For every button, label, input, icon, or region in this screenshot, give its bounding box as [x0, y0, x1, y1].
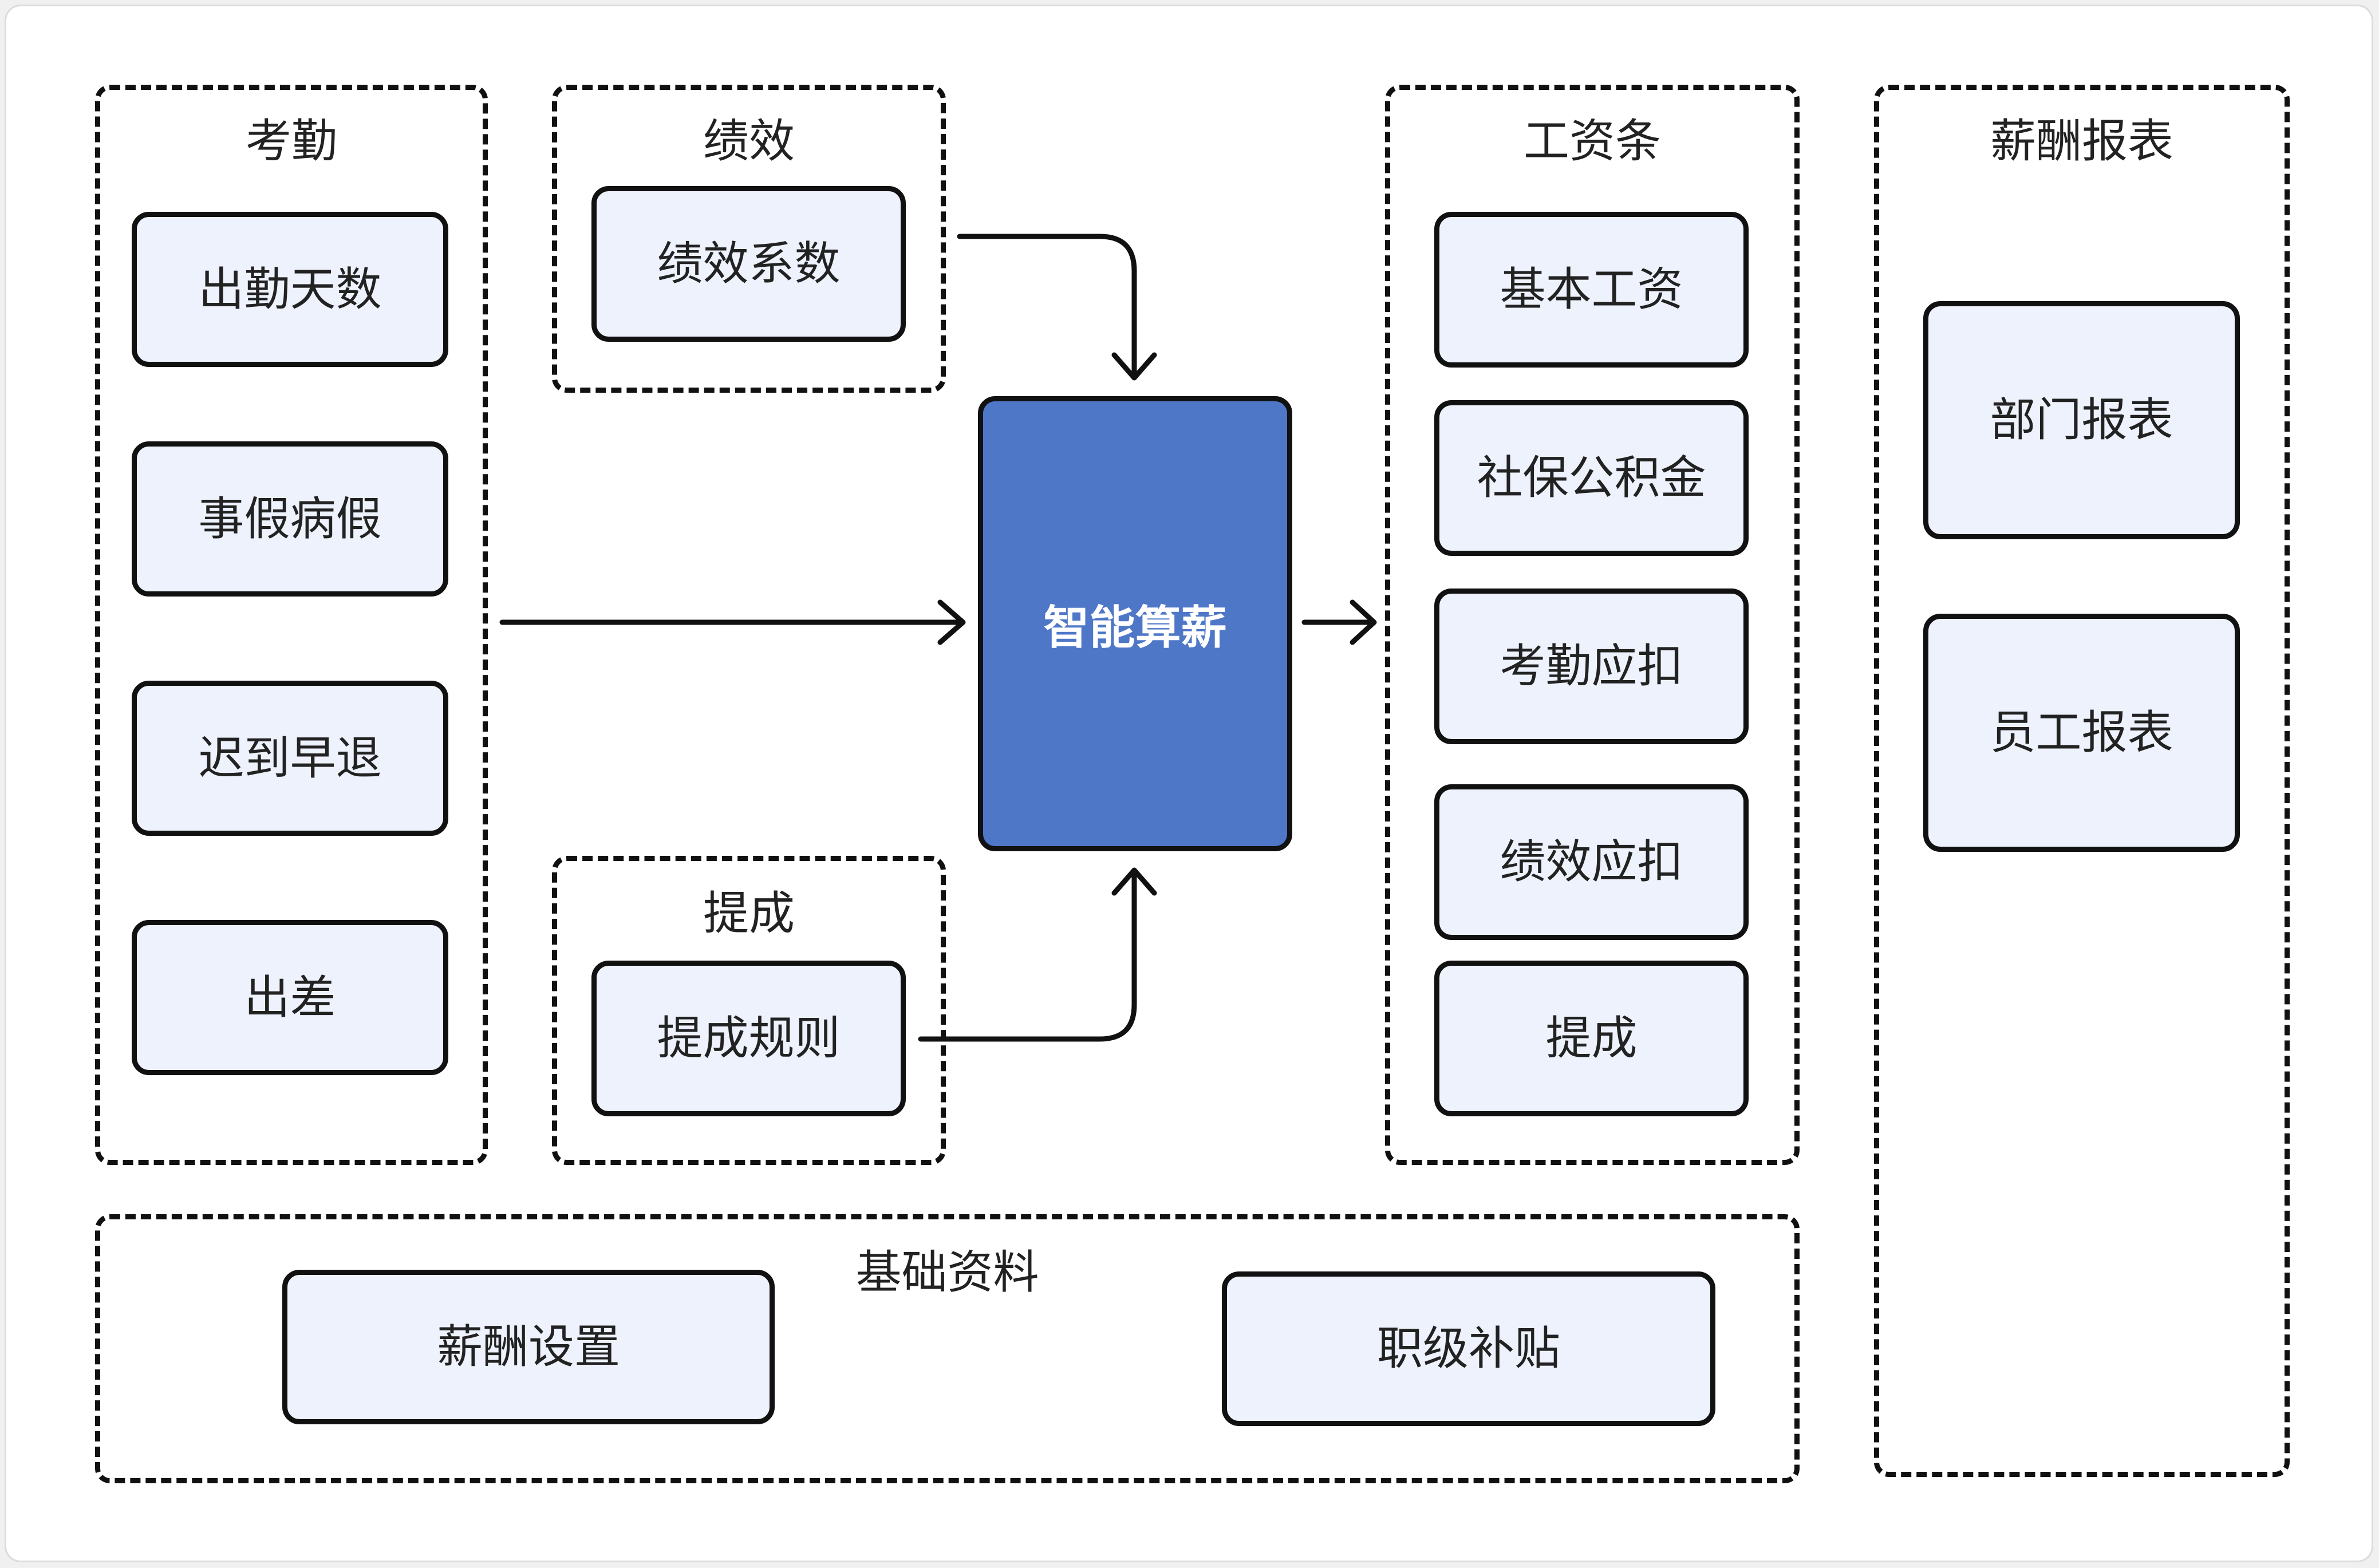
node-attendance-deduction: 考勤应扣	[1434, 589, 1749, 744]
core-smart-payroll: 智能算薪	[978, 396, 1292, 851]
group-payslip: 工资条	[1385, 85, 1800, 1165]
group-attendance: 考勤	[95, 85, 488, 1165]
group-report-title: 薪酬报表	[1990, 114, 2173, 168]
node-performance-coefficient: 绩效系数	[591, 186, 906, 342]
node-leave: 事假病假	[132, 441, 448, 597]
node-employee-report: 员工报表	[1923, 614, 2240, 852]
node-base-salary: 基本工资	[1434, 212, 1749, 368]
group-base-data: 基础资料	[95, 1214, 1800, 1483]
node-late-early: 迟到早退	[132, 681, 448, 836]
node-salary-settings: 薪酬设置	[282, 1270, 775, 1424]
node-performance-deduction: 绩效应扣	[1434, 784, 1749, 940]
group-commission-title: 提成	[703, 887, 795, 940]
group-base-data-title: 基础资料	[855, 1246, 1039, 1299]
node-business-trip: 出差	[132, 920, 448, 1075]
node-rank-allowance: 职级补贴	[1222, 1271, 1715, 1426]
node-commission-rule: 提成规则	[591, 961, 906, 1116]
group-payslip-title: 工资条	[1524, 114, 1661, 168]
node-commission: 提成	[1434, 961, 1749, 1116]
group-performance-title: 绩效	[703, 114, 795, 168]
node-social-insurance: 社保公积金	[1434, 400, 1749, 556]
group-report: 薪酬报表	[1874, 85, 2290, 1477]
group-performance: 绩效	[552, 85, 946, 393]
node-attendance-days: 出勤天数	[132, 212, 448, 367]
group-attendance-title: 考勤	[246, 114, 337, 168]
node-department-report: 部门报表	[1923, 301, 2240, 539]
